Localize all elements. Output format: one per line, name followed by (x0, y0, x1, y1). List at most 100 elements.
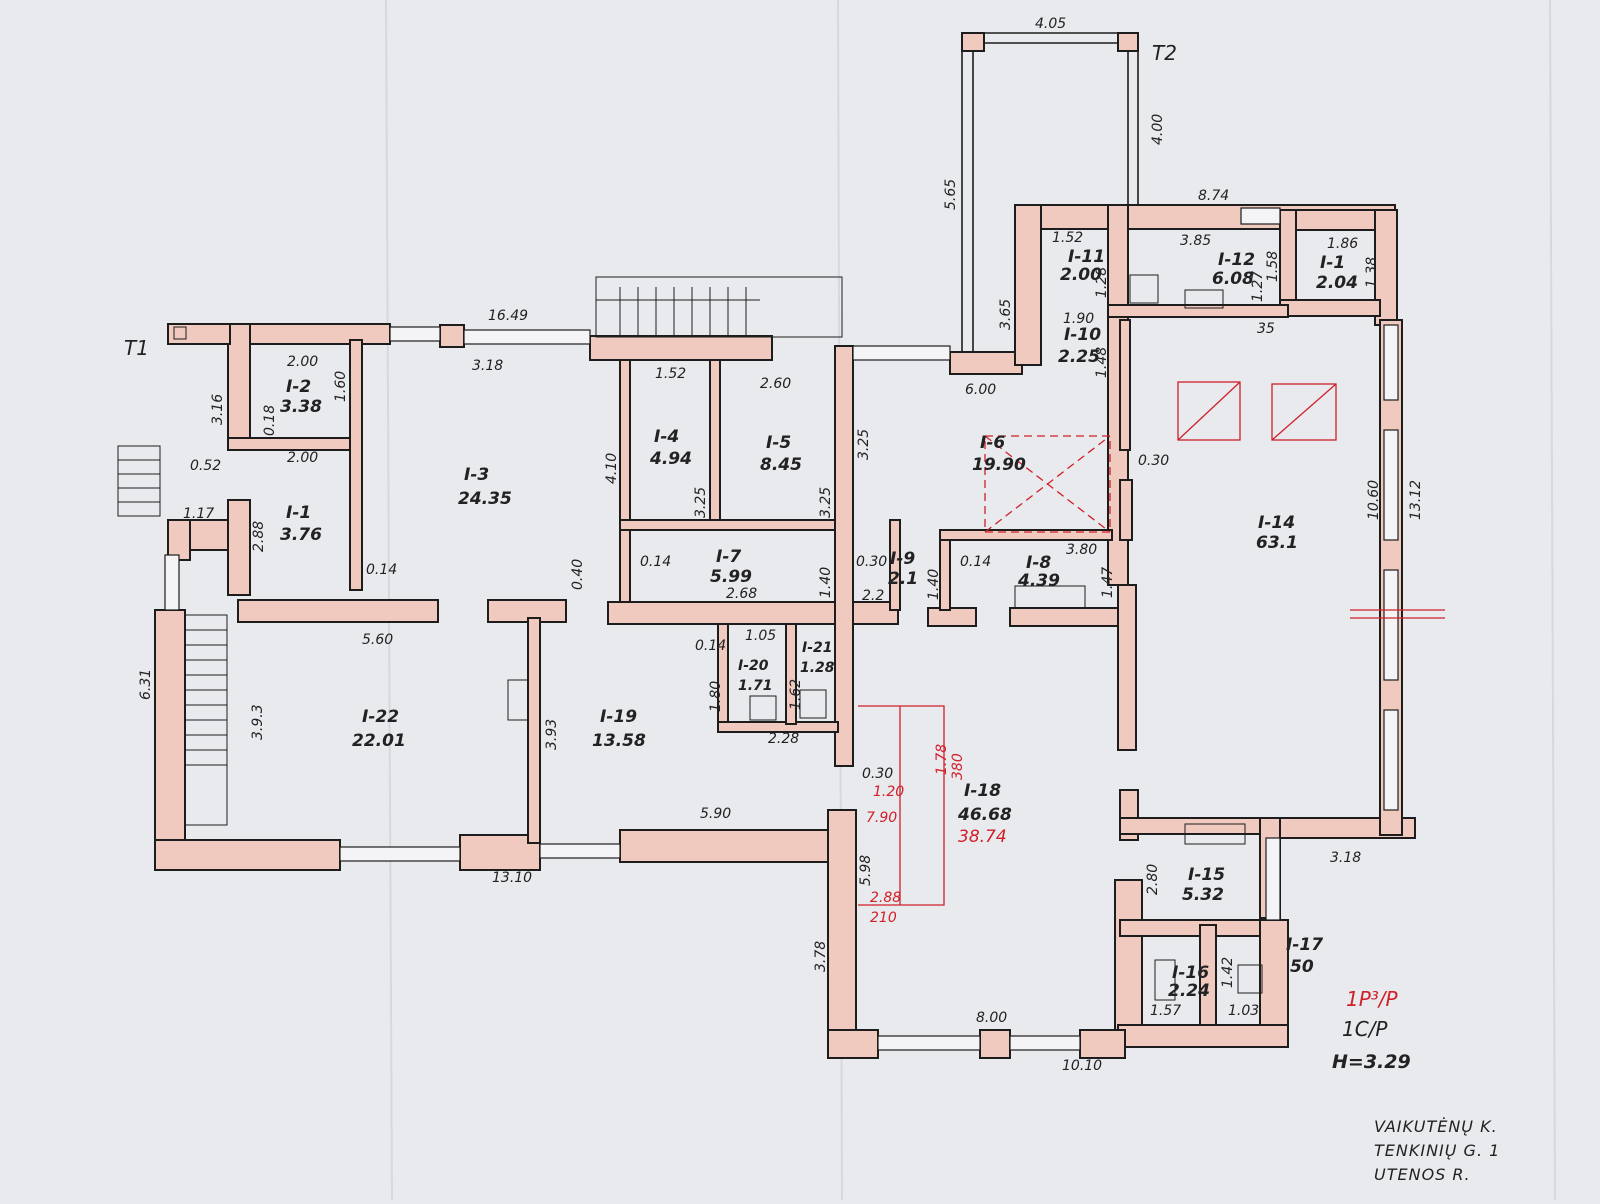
stamp-height: H=3.29 (1332, 1051, 1411, 1073)
svg-text:5.99: 5.99 (710, 567, 752, 587)
dim-410: 4.10 (604, 453, 620, 484)
dim-030c: 0.30 (862, 766, 893, 782)
t2-marker: T2 (1152, 41, 1177, 65)
svg-text:46.68: 46.68 (957, 805, 1012, 825)
svg-text:6.08: 6.08 (1212, 269, 1254, 289)
svg-text:2.00: 2.00 (1060, 265, 1102, 285)
dim-280: 2.80 (1145, 864, 1161, 895)
dim-318b: 3.18 (1330, 850, 1361, 866)
dim-128: 1.28 (1094, 267, 1110, 298)
stamp-code-b: 1C/P (1342, 1017, 1388, 1041)
svg-text:63.1: 63.1 (1256, 533, 1298, 553)
dim-127: 1.27 (1250, 271, 1266, 302)
address-block: VAIKUTĖNŲ K. TENKINIŲ G. 1 UTENOS R. (1374, 1117, 1499, 1184)
room-i12: I-12 6.08 (1212, 250, 1255, 289)
walls (154, 204, 1416, 1059)
dim-378: 3.78 (813, 941, 829, 972)
room-i17: I-17 50 (1286, 935, 1323, 977)
dim-560: 5.60 (362, 632, 393, 648)
dim-157: 1.57 (1150, 1003, 1181, 1019)
svg-text:1.28: 1.28 (800, 660, 835, 676)
annex-outline (961, 32, 1139, 370)
stairs-left (184, 614, 228, 826)
dim-140b: 1.40 (926, 569, 942, 600)
svg-text:8.45: 8.45 (760, 455, 802, 475)
room-i11: I-11 2.00 (1060, 247, 1105, 285)
dim-152b: 1.52 (1052, 230, 1083, 246)
svg-text:I-16: I-16 (1172, 963, 1209, 983)
svg-text:24.35: 24.35 (458, 489, 512, 509)
dim-190: 1.90 (1063, 311, 1094, 327)
dim-318a: 3.18 (472, 358, 503, 374)
dim-annex-side-a: 4.00 (1150, 114, 1166, 145)
dim-138: 1.38 (1364, 257, 1380, 288)
room-i16: I-16 2.24 (1168, 963, 1210, 1001)
dim-186: 1.86 (1327, 236, 1358, 252)
svg-text:I-9: I-9 (890, 549, 915, 569)
dim-014b: 0.14 (640, 554, 671, 570)
dim-top-total: 16.49 (488, 308, 528, 324)
red-178: 1.78 (934, 744, 950, 775)
dim-147: 1.47 (1100, 567, 1116, 598)
svg-text:1.71: 1.71 (738, 678, 773, 694)
svg-text:2.24: 2.24 (1168, 981, 1210, 1001)
dim-152a: 1.52 (655, 366, 686, 382)
room-i21: I-21 1.28 (800, 640, 835, 676)
dim-393b: 3.93 (544, 719, 560, 750)
windows (164, 207, 1399, 1051)
red-790: 7.90 (866, 810, 897, 826)
red-120: 1.20 (873, 784, 904, 800)
dim-35: 35 (1257, 321, 1275, 337)
fixtures (507, 274, 1263, 1001)
dim-200b: 2.00 (287, 450, 318, 466)
dim-365: 3.65 (998, 299, 1014, 330)
dim-014c: 0.14 (960, 554, 991, 570)
dim-117: 1.17 (183, 506, 214, 522)
dim-140a: 1.40 (818, 567, 834, 598)
dim-393a: 3.9.3 (250, 704, 266, 740)
dim-288: 2.88 (251, 521, 267, 552)
dim-800: 8.00 (976, 1010, 1007, 1026)
t1-marker: T1 (124, 336, 149, 360)
svg-text:I-5: I-5 (766, 433, 791, 453)
room-i4: I-4 4.94 (649, 427, 692, 469)
room-i15: I-15 5.32 (1182, 865, 1225, 905)
svg-text:3.38: 3.38 (280, 397, 322, 417)
stamp-code-a: 1P³/P (1346, 987, 1399, 1011)
dim-380: 3.80 (1066, 542, 1097, 558)
svg-text:2.25: 2.25 (1058, 347, 1100, 367)
red-380: 380 (950, 753, 966, 780)
dim-325a: 3.25 (693, 487, 709, 518)
svg-text:2.04: 2.04 (1316, 273, 1358, 293)
room-i19: I-19 13.58 (592, 707, 646, 751)
dim-228: 2.28 (768, 731, 799, 747)
svg-text:I-17: I-17 (1286, 935, 1323, 955)
dim-annex-top: 4.05 (1035, 16, 1066, 32)
svg-text:I-14: I-14 (1258, 513, 1295, 533)
dim-325b: 3.25 (818, 487, 834, 518)
dim-1310: 13.10 (492, 870, 532, 886)
dim-22: 2.2 (862, 588, 884, 604)
room-i8: I-8 4.39 (1017, 553, 1060, 591)
room-i10: I-10 2.25 (1058, 325, 1101, 367)
dim-158: 1.58 (1265, 251, 1281, 282)
dim-162: 1.62 (788, 679, 804, 710)
room-i3: I-3 24.35 (458, 465, 512, 509)
address-line3: UTENOS R. (1374, 1165, 1471, 1184)
dim-200a: 2.00 (287, 354, 318, 370)
room-i20: I-20 1.71 (738, 658, 773, 694)
svg-text:13.58: 13.58 (592, 731, 646, 751)
dim-142: 1.42 (1220, 957, 1236, 988)
dim-018: 0.18 (262, 405, 278, 436)
svg-text:3.76: 3.76 (280, 525, 322, 545)
room-i18: I-18 46.68 38.74 (957, 781, 1012, 847)
svg-text:I-4: I-4 (654, 427, 679, 447)
svg-text:22.01: 22.01 (352, 731, 406, 751)
dim-148: 1.48 (1094, 347, 1110, 378)
svg-text:4.39: 4.39 (1017, 571, 1060, 591)
svg-text:5.32: 5.32 (1182, 885, 1224, 905)
dim-040: 0.40 (570, 559, 586, 590)
red-210: 210 (870, 910, 897, 926)
